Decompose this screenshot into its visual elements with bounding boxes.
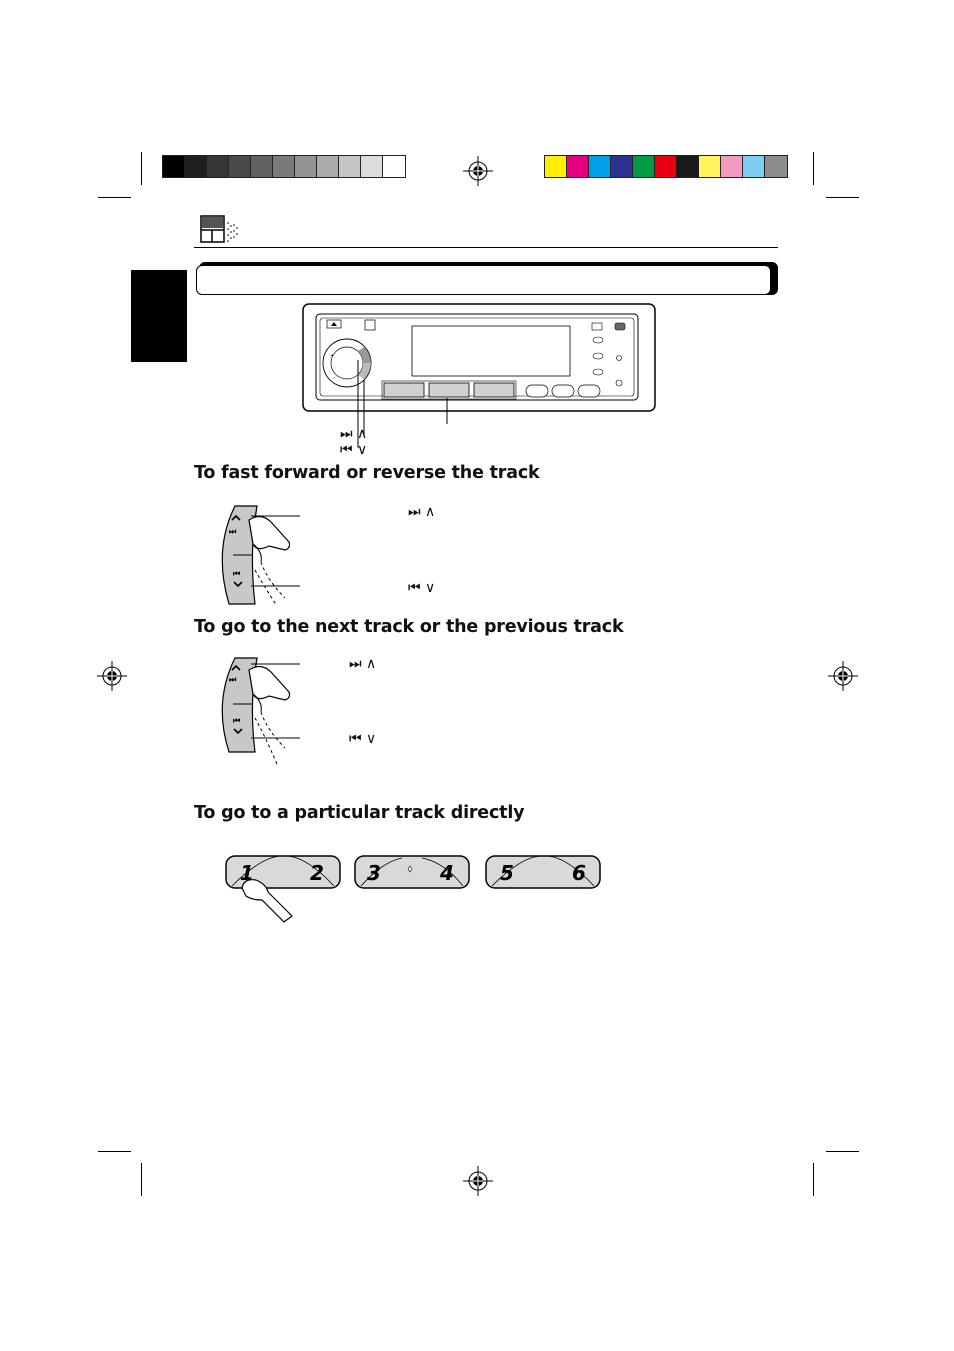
registration-mark-icon [97,661,127,691]
color-swatch [163,156,185,177]
crop-mark [141,1163,142,1196]
crop-mark [826,197,859,198]
forward-up-label: ⏭ ∧ [340,426,368,442]
svg-text:⏭: ⏭ [229,675,237,684]
color-swatch [699,156,721,177]
finger-press-icon [241,879,293,923]
section-heading-particular-track: To go to a particular track directly [194,803,525,823]
color-swatch [655,156,677,177]
preset-button-5-6[interactable]: 5 6 [485,855,601,889]
color-scale-bar [544,155,788,178]
color-swatch [295,156,317,177]
preset-label: 5 [500,861,514,885]
section-banner-text [196,265,771,295]
color-swatch [677,156,699,177]
header-rule [194,247,778,248]
track-button-press-hold-illustration: ⏭ ⏮ [221,505,300,607]
svg-text:⏮: ⏮ [233,716,240,725]
color-swatch [339,156,361,177]
preset-number-buttons: 1 2 3 4 5 6 [225,855,601,923]
callout-lines [357,360,448,448]
crop-mark [813,152,814,185]
crop-mark [98,197,131,198]
cd-player-section-icon [200,215,238,243]
preset-button-3-4[interactable]: 3 4 [354,855,470,889]
color-swatch [721,156,743,177]
preset-label: 2 [310,861,324,885]
track-button-press-illustration: ⏭ ⏮ [221,657,300,765]
registration-mark-icon [828,661,858,691]
crop-mark [813,1163,814,1196]
svg-text:–: – [333,375,336,381]
registration-mark-icon [463,1166,493,1196]
preset-label: 3 [367,861,381,885]
preset-button-1-2[interactable]: 1 2 [225,855,341,889]
section-heading-fast-forward: To fast forward or reverse the track [194,463,540,483]
preset-label: 4 [439,861,454,885]
color-swatch [229,156,251,177]
section-banner [196,262,778,298]
svg-text:⏭: ⏭ [229,527,237,536]
fast-forward-button-label: ⏭ ∧ [408,504,436,520]
crop-mark [826,1151,859,1152]
color-swatch [361,156,383,177]
previous-track-button-label: ⏮ ∨ [349,731,377,747]
color-swatch [765,156,787,177]
color-swatch [743,156,765,177]
section-heading-next-previous: To go to the next track or the previous … [194,617,624,637]
color-swatch [185,156,207,177]
color-swatch [589,156,611,177]
svg-text:⏮: ⏮ [233,569,240,578]
color-swatch [317,156,339,177]
car-stereo-faceplate: +– [302,303,656,412]
reverse-button-label: ⏮ ∨ [408,580,436,596]
color-swatch [273,156,295,177]
color-swatch [611,156,633,177]
next-track-button-label: ⏭ ∧ [349,656,377,672]
color-swatch [567,156,589,177]
language-tab [131,270,187,362]
preset-label: 1 [240,861,254,885]
color-swatch [383,156,405,177]
registration-mark-icon [463,156,493,186]
preset-label: 6 [572,861,586,885]
crop-mark [98,1151,131,1152]
color-swatch [251,156,273,177]
back-down-label: ⏮ ∨ [340,442,368,458]
gray-scale-bar [162,155,406,178]
color-swatch [545,156,567,177]
color-swatch [207,156,229,177]
crop-mark [141,152,142,185]
svg-text:+: + [330,353,334,359]
color-swatch [633,156,655,177]
